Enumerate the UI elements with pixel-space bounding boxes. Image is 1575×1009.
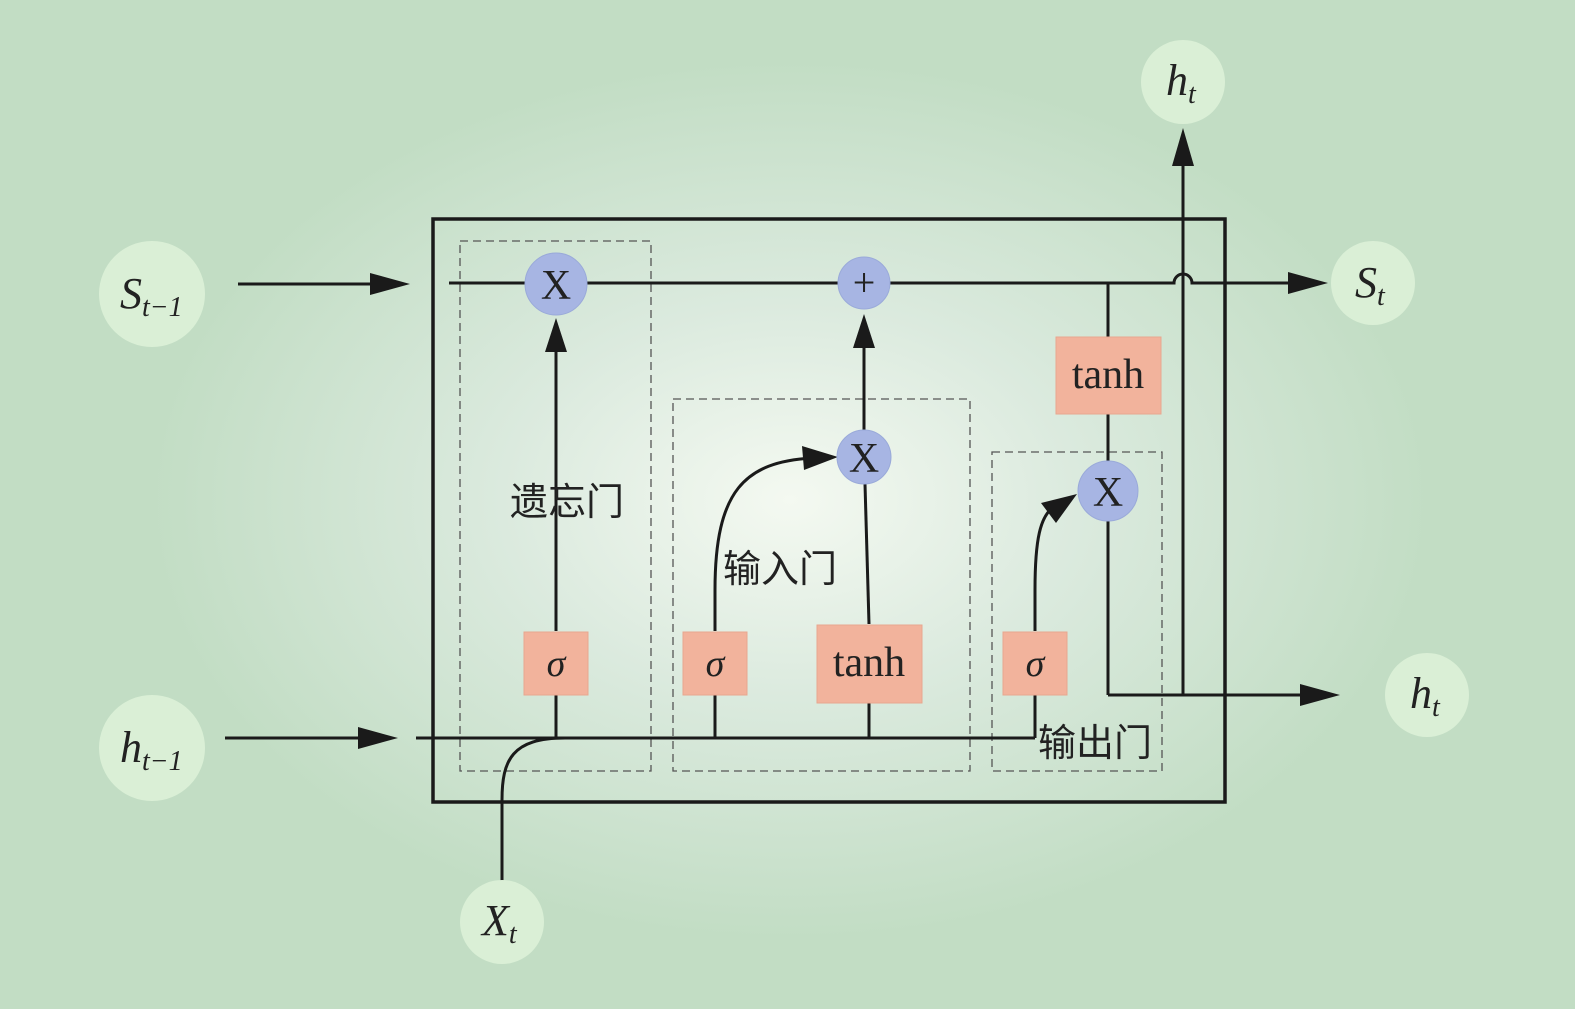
input-sigma-label: σ: [706, 643, 726, 685]
hidden-out-arrowhead: [1300, 684, 1340, 706]
cell-state-out-circle: [1331, 241, 1415, 325]
hidden-prev-label: h: [120, 723, 142, 772]
output-sigma-label: σ: [1026, 643, 1046, 685]
input-tanh-up-line: [863, 483, 871, 625]
lstm-cell-frame: [431, 217, 1227, 804]
output-multiply-op: X: [1077, 460, 1139, 522]
input-multiply-label: X: [849, 436, 879, 482]
hidden-out-right-subscript: t: [1432, 692, 1441, 723]
hidden-prev-node: ht−1: [99, 695, 205, 801]
cell-state-prev-subscript: t−1: [142, 292, 183, 323]
input-multiply-op: X: [836, 429, 892, 485]
forget-sigma-label: σ: [547, 643, 567, 685]
input-tanh-label: tanh: [833, 640, 905, 686]
forget-multiply-label: X: [541, 263, 571, 309]
svg-text:ht−1: ht−1: [120, 723, 183, 777]
svg-text:ht: ht: [1410, 669, 1441, 723]
hidden-out-top-circle: [1141, 40, 1225, 124]
output-sigma-gate: σ: [1002, 631, 1068, 696]
forget-gate-label: 遗忘门: [510, 480, 624, 524]
hidden-out-right-node: ht: [1385, 653, 1469, 737]
cell-state-out-label: S: [1355, 258, 1377, 307]
output-sigma-curve: [1033, 504, 1056, 631]
output-multiply-circle: [1077, 460, 1139, 522]
output-sigma-box: [1002, 631, 1068, 696]
svg-text:ht: ht: [1166, 56, 1197, 110]
input-xt-circle: [460, 880, 544, 964]
output-tanh-gate: tanh: [1055, 336, 1162, 415]
output-gate-label: 输出门: [1038, 721, 1152, 765]
cell-add-op: +: [837, 256, 891, 310]
cell-add-label: +: [853, 260, 876, 305]
hidden-out-top-label: h: [1166, 56, 1188, 105]
svg-text:Xt: Xt: [480, 896, 518, 950]
cell-state-out-node: St: [1331, 241, 1415, 325]
hidden-in-arrowhead: [358, 727, 398, 749]
output-sigma-arrowhead: [1041, 494, 1077, 523]
hidden-up-arrowhead: [1172, 128, 1194, 166]
cell-state-out-arrowhead: [1288, 272, 1328, 294]
forget-arrowhead: [545, 318, 567, 352]
input-xt-subscript: t: [509, 919, 518, 950]
input-xt-label: X: [480, 896, 511, 945]
input-sigma-arrowhead: [802, 446, 838, 470]
forget-multiply-circle: [524, 252, 588, 316]
forget-gate-region: [459, 240, 652, 772]
output-tanh-box: [1055, 336, 1162, 415]
output-multiply-label: X: [1093, 470, 1123, 516]
input-gate-region: [672, 398, 971, 772]
forget-sigma-box: [523, 631, 589, 696]
cell-state-prev-label: S: [120, 269, 142, 318]
hidden-out-top-node: ht: [1141, 40, 1225, 124]
hidden-prev-subscript: t−1: [142, 746, 183, 777]
input-gate-label: 输入门: [723, 547, 837, 591]
svg-text:St−1: St−1: [120, 269, 183, 323]
hidden-out-right-label: h: [1410, 669, 1432, 718]
input-tanh-gate: tanh: [816, 624, 923, 704]
hidden-prev-circle: [99, 695, 205, 801]
input-tanh-box: [816, 624, 923, 704]
output-tanh-label: tanh: [1072, 352, 1144, 398]
input-add-arrowhead: [853, 314, 875, 348]
input-multiply-circle: [836, 429, 892, 485]
cell-state-prev-circle: [99, 241, 205, 347]
input-sigma-curve: [713, 456, 813, 631]
cell-state-prev-node: St−1: [99, 241, 205, 347]
hidden-out-right-circle: [1385, 653, 1469, 737]
cell-state-out-subscript: t: [1377, 281, 1386, 312]
output-gate-region: [991, 451, 1163, 772]
input-xt-curve: [500, 736, 566, 882]
input-sigma-gate: σ: [682, 631, 748, 696]
input-sigma-box: [682, 631, 748, 696]
svg-text:St: St: [1355, 258, 1386, 312]
forget-multiply-op: X: [524, 252, 588, 316]
input-xt-node: Xt: [460, 880, 544, 964]
forget-sigma-gate: σ: [523, 631, 589, 696]
cell-state-in-arrowhead: [370, 273, 410, 295]
cell-state-line-c: [889, 272, 1300, 285]
hidden-out-top-subscript: t: [1188, 79, 1197, 110]
cell-add-circle: [837, 256, 891, 310]
